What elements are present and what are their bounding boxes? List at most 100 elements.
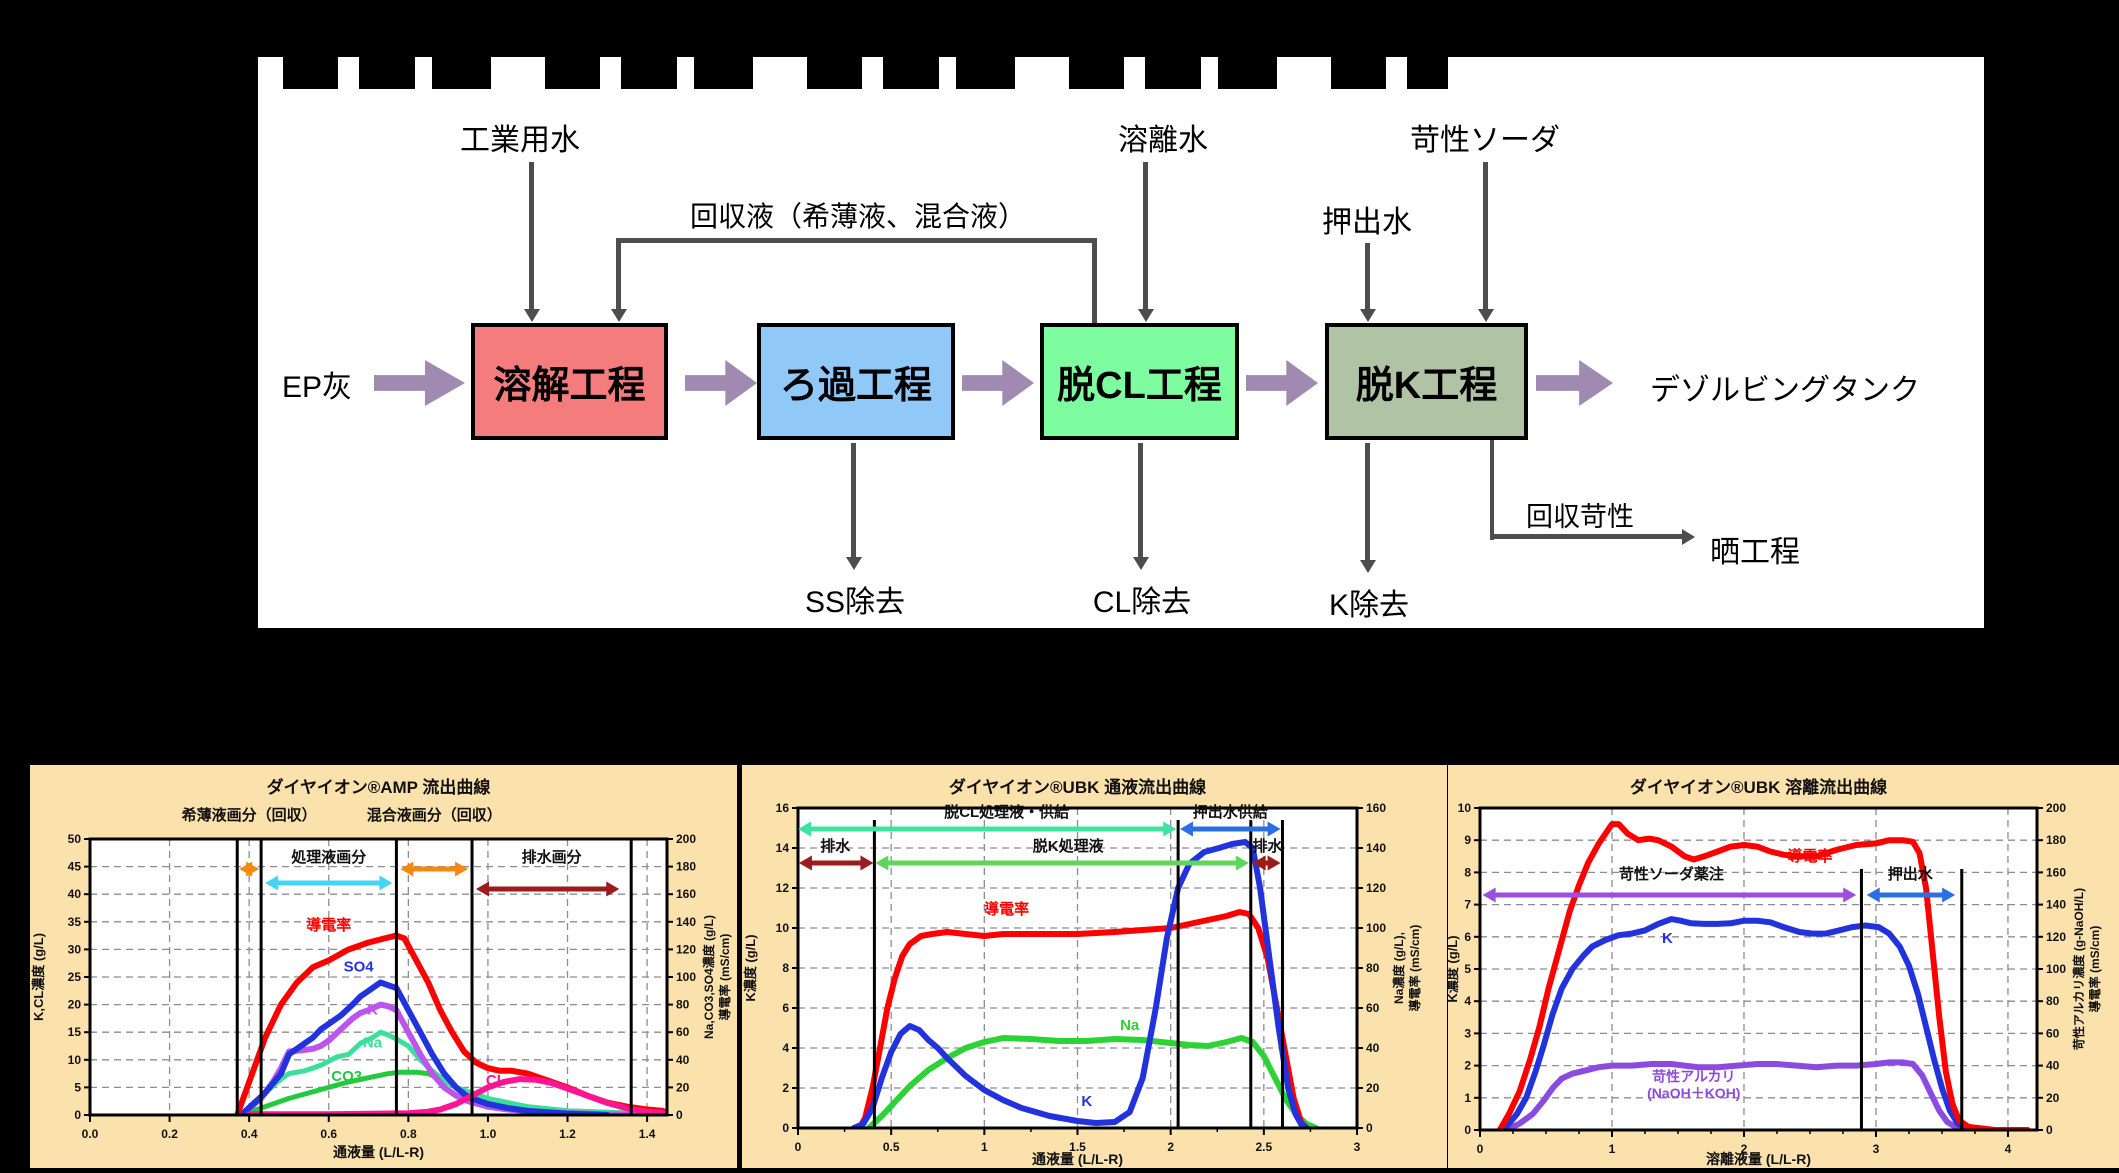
svg-text:ダイヤイオン®UBK 通液流出曲線: ダイヤイオン®UBK 通液流出曲線 <box>949 777 1206 797</box>
svg-text:0: 0 <box>2046 1123 2053 1137</box>
svg-text:40: 40 <box>2046 1059 2060 1073</box>
chart-canvas: 0123456789100204060801001201401601802000… <box>1445 777 2102 1167</box>
process-box-decl: 脱CL工程 <box>1040 323 1239 440</box>
process-box-dek: 脱K工程 <box>1325 323 1528 440</box>
svg-text:120: 120 <box>2046 930 2066 944</box>
svg-text:押出水供給: 押出水供給 <box>1193 803 1269 821</box>
svg-text:140: 140 <box>2046 898 2066 912</box>
svg-text:50: 50 <box>68 832 82 846</box>
svg-text:希薄液画分（回収）: 希薄液画分（回収） <box>182 806 317 824</box>
svg-text:苛性アルカリ: 苛性アルカリ <box>1652 1069 1735 1085</box>
recycle-line-horizontal <box>616 238 1097 243</box>
svg-text:ダイヤイオン®AMP 流出曲線: ダイヤイオン®AMP 流出曲線 <box>267 777 491 797</box>
svg-text:0: 0 <box>1477 1142 1484 1156</box>
svg-text:60: 60 <box>676 1025 690 1039</box>
svg-text:SO4: SO4 <box>344 958 375 975</box>
svg-text:160: 160 <box>2046 865 2066 879</box>
svg-text:20: 20 <box>1366 1081 1380 1095</box>
svg-text:混合液画分（回収）: 混合液画分（回収） <box>367 806 502 824</box>
label-k-removal: K除去 <box>1328 589 1410 622</box>
svg-text:K濃度 (g/L): K濃度 (g/L) <box>1448 935 1460 1002</box>
svg-text:200: 200 <box>676 832 696 846</box>
svg-text:Na,CO3,SO4濃度 (g/L): Na,CO3,SO4濃度 (g/L) <box>701 915 716 1039</box>
svg-text:80: 80 <box>2046 994 2060 1008</box>
svg-text:20: 20 <box>676 1080 690 1094</box>
label-recycle-liquid: 回収液（希薄液、混合液） <box>689 201 1027 232</box>
svg-text:K,CL濃度 (g/L): K,CL濃度 (g/L) <box>31 933 46 1021</box>
svg-text:溶離液量 (L/L-R): 溶離液量 (L/L-R) <box>1706 1151 1811 1167</box>
recycle-arrow-down <box>610 243 627 322</box>
svg-text:排水: 排水 <box>820 837 851 855</box>
svg-text:5: 5 <box>74 1080 81 1094</box>
svg-text:20: 20 <box>2046 1091 2060 1105</box>
process-box-dissolution: 溶解工程 <box>471 323 668 440</box>
svg-text:K濃度 (g/L): K濃度 (g/L) <box>743 934 758 1001</box>
svg-text:K: K <box>367 1002 378 1019</box>
svg-text:2: 2 <box>782 1081 789 1095</box>
svg-text:8: 8 <box>782 961 789 975</box>
svg-text:0: 0 <box>782 1121 789 1135</box>
svg-text:15: 15 <box>68 1025 82 1039</box>
svg-text:4: 4 <box>782 1041 789 1055</box>
flow-arrow-4 <box>1246 360 1318 406</box>
svg-text:0.8: 0.8 <box>400 1127 417 1141</box>
svg-text:140: 140 <box>676 915 696 929</box>
svg-text:1: 1 <box>1464 1091 1471 1105</box>
cl-removal-arrow <box>1132 443 1149 570</box>
svg-text:40: 40 <box>1366 1041 1380 1055</box>
svg-text:脱CL処理液・供給: 脱CL処理液・供給 <box>944 803 1070 821</box>
svg-text:140: 140 <box>1366 841 1386 855</box>
recycle-line-vertical <box>1092 238 1097 323</box>
k-removal-arrow <box>1359 443 1376 573</box>
svg-text:25: 25 <box>68 970 82 984</box>
svg-text:0: 0 <box>1464 1123 1471 1137</box>
svg-text:2: 2 <box>1741 1142 1748 1156</box>
svg-text:100: 100 <box>2046 962 2066 976</box>
svg-text:1.2: 1.2 <box>559 1127 576 1141</box>
clipped-title-fragments <box>283 57 1448 89</box>
process-box-label: 脱K工程 <box>1355 365 1498 407</box>
process-box-label: 溶解工程 <box>493 365 646 407</box>
svg-text:(NaOH＋KOH): (NaOH＋KOH) <box>1647 1085 1740 1101</box>
svg-text:0.6: 0.6 <box>320 1127 337 1141</box>
svg-text:導電率: 導電率 <box>1787 847 1832 865</box>
label-extrusion-water: 押出水 <box>1322 206 1412 239</box>
svg-text:排水画分: 排水画分 <box>522 848 582 866</box>
label-ss-removal: SS除去 <box>804 586 906 619</box>
svg-text:160: 160 <box>1366 801 1386 815</box>
svg-text:40: 40 <box>68 887 82 901</box>
svg-text:導電率 (mS/cm): 導電率 (mS/cm) <box>1407 925 1422 1012</box>
svg-text:100: 100 <box>1366 921 1386 935</box>
process-box-label: 脱CL工程 <box>1057 365 1222 407</box>
svg-text:1.5: 1.5 <box>1069 1140 1086 1154</box>
svg-text:1.4: 1.4 <box>639 1127 656 1141</box>
svg-text:20: 20 <box>68 998 82 1012</box>
svg-text:180: 180 <box>676 860 696 874</box>
svg-text:3: 3 <box>1873 1142 1880 1156</box>
svg-text:導電率 (mS/cm): 導電率 (mS/cm) <box>2087 926 2102 1013</box>
process-box-label: ろ過工程 <box>779 365 932 407</box>
svg-text:7: 7 <box>1464 898 1471 912</box>
svg-text:3: 3 <box>1464 1026 1471 1040</box>
svg-text:1: 1 <box>981 1140 988 1154</box>
svg-text:5: 5 <box>1464 962 1471 976</box>
svg-text:80: 80 <box>676 998 690 1012</box>
svg-text:4: 4 <box>1464 994 1471 1008</box>
svg-text:60: 60 <box>2046 1026 2060 1040</box>
svg-text:CL: CL <box>486 1072 506 1089</box>
svg-text:0: 0 <box>676 1108 683 1122</box>
svg-text:導電率: 導電率 <box>984 900 1029 918</box>
svg-text:ダイヤイオン®UBK 溶離流出曲線: ダイヤイオン®UBK 溶離流出曲線 <box>1630 777 1887 797</box>
svg-text:6: 6 <box>1464 930 1471 944</box>
svg-text:押出水: 押出水 <box>1888 865 1934 883</box>
svg-text:40: 40 <box>676 1053 690 1067</box>
svg-text:80: 80 <box>1366 961 1380 975</box>
svg-text:180: 180 <box>2046 833 2066 847</box>
svg-text:Na濃度 (g/L),: Na濃度 (g/L), <box>1391 932 1406 1004</box>
svg-text:4: 4 <box>2005 1142 2012 1156</box>
